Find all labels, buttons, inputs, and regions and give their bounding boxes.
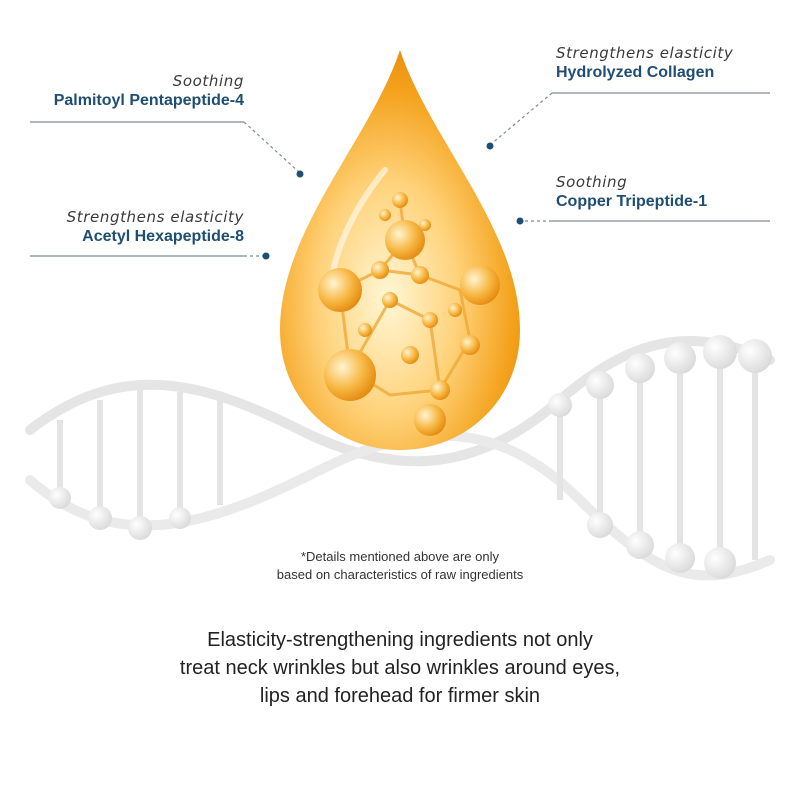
callout-ingredient-name: Copper Tripeptide-1: [556, 193, 708, 210]
headline-line: Elasticity-strengthening ingredients not…: [207, 629, 593, 651]
headline: Elasticity-strengthening ingredients not…: [100, 626, 700, 710]
callout-acetyl-hexapeptide: Strengthens elasticity Acetyl Hexapeptid…: [67, 208, 244, 248]
callout-palmitoyl-pentapeptide: Soothing Palmitoyl Pentapeptide-4: [54, 72, 244, 112]
leader-lines: [30, 92, 770, 257]
headline-line: treat neck wrinkles but also wrinkles ar…: [179, 657, 621, 679]
headline-line: lips and forehead for firmer skin: [259, 685, 541, 707]
callout-benefit: Strengthens elasticity: [556, 44, 734, 62]
disclaimer-line: based on characteristics of raw ingredie…: [276, 567, 524, 582]
dna-helix-illustration: [25, 335, 775, 581]
callout-ingredient-name: Palmitoyl Pentapeptide-4: [53, 92, 244, 109]
callout-benefit: Strengthens elasticity: [66, 208, 244, 226]
callout-ingredient-name: Hydrolyzed Collagen: [556, 64, 715, 81]
disclaimer-line: *Details mentioned above are only: [300, 549, 499, 564]
leader-dots: [262, 142, 524, 260]
callout-copper-tripeptide: Soothing Copper Tripeptide-1: [556, 173, 707, 213]
disclaimer-note: *Details mentioned above are only based …: [200, 548, 600, 584]
molecule-illustration: [318, 192, 500, 436]
callout-ingredient-name: Acetyl Hexapeptide-8: [82, 228, 244, 245]
callout-hydrolyzed-collagen: Strengthens elasticity Hydrolyzed Collag…: [556, 44, 733, 84]
callout-benefit: Soothing: [556, 173, 628, 191]
callout-benefit: Soothing: [172, 72, 244, 90]
